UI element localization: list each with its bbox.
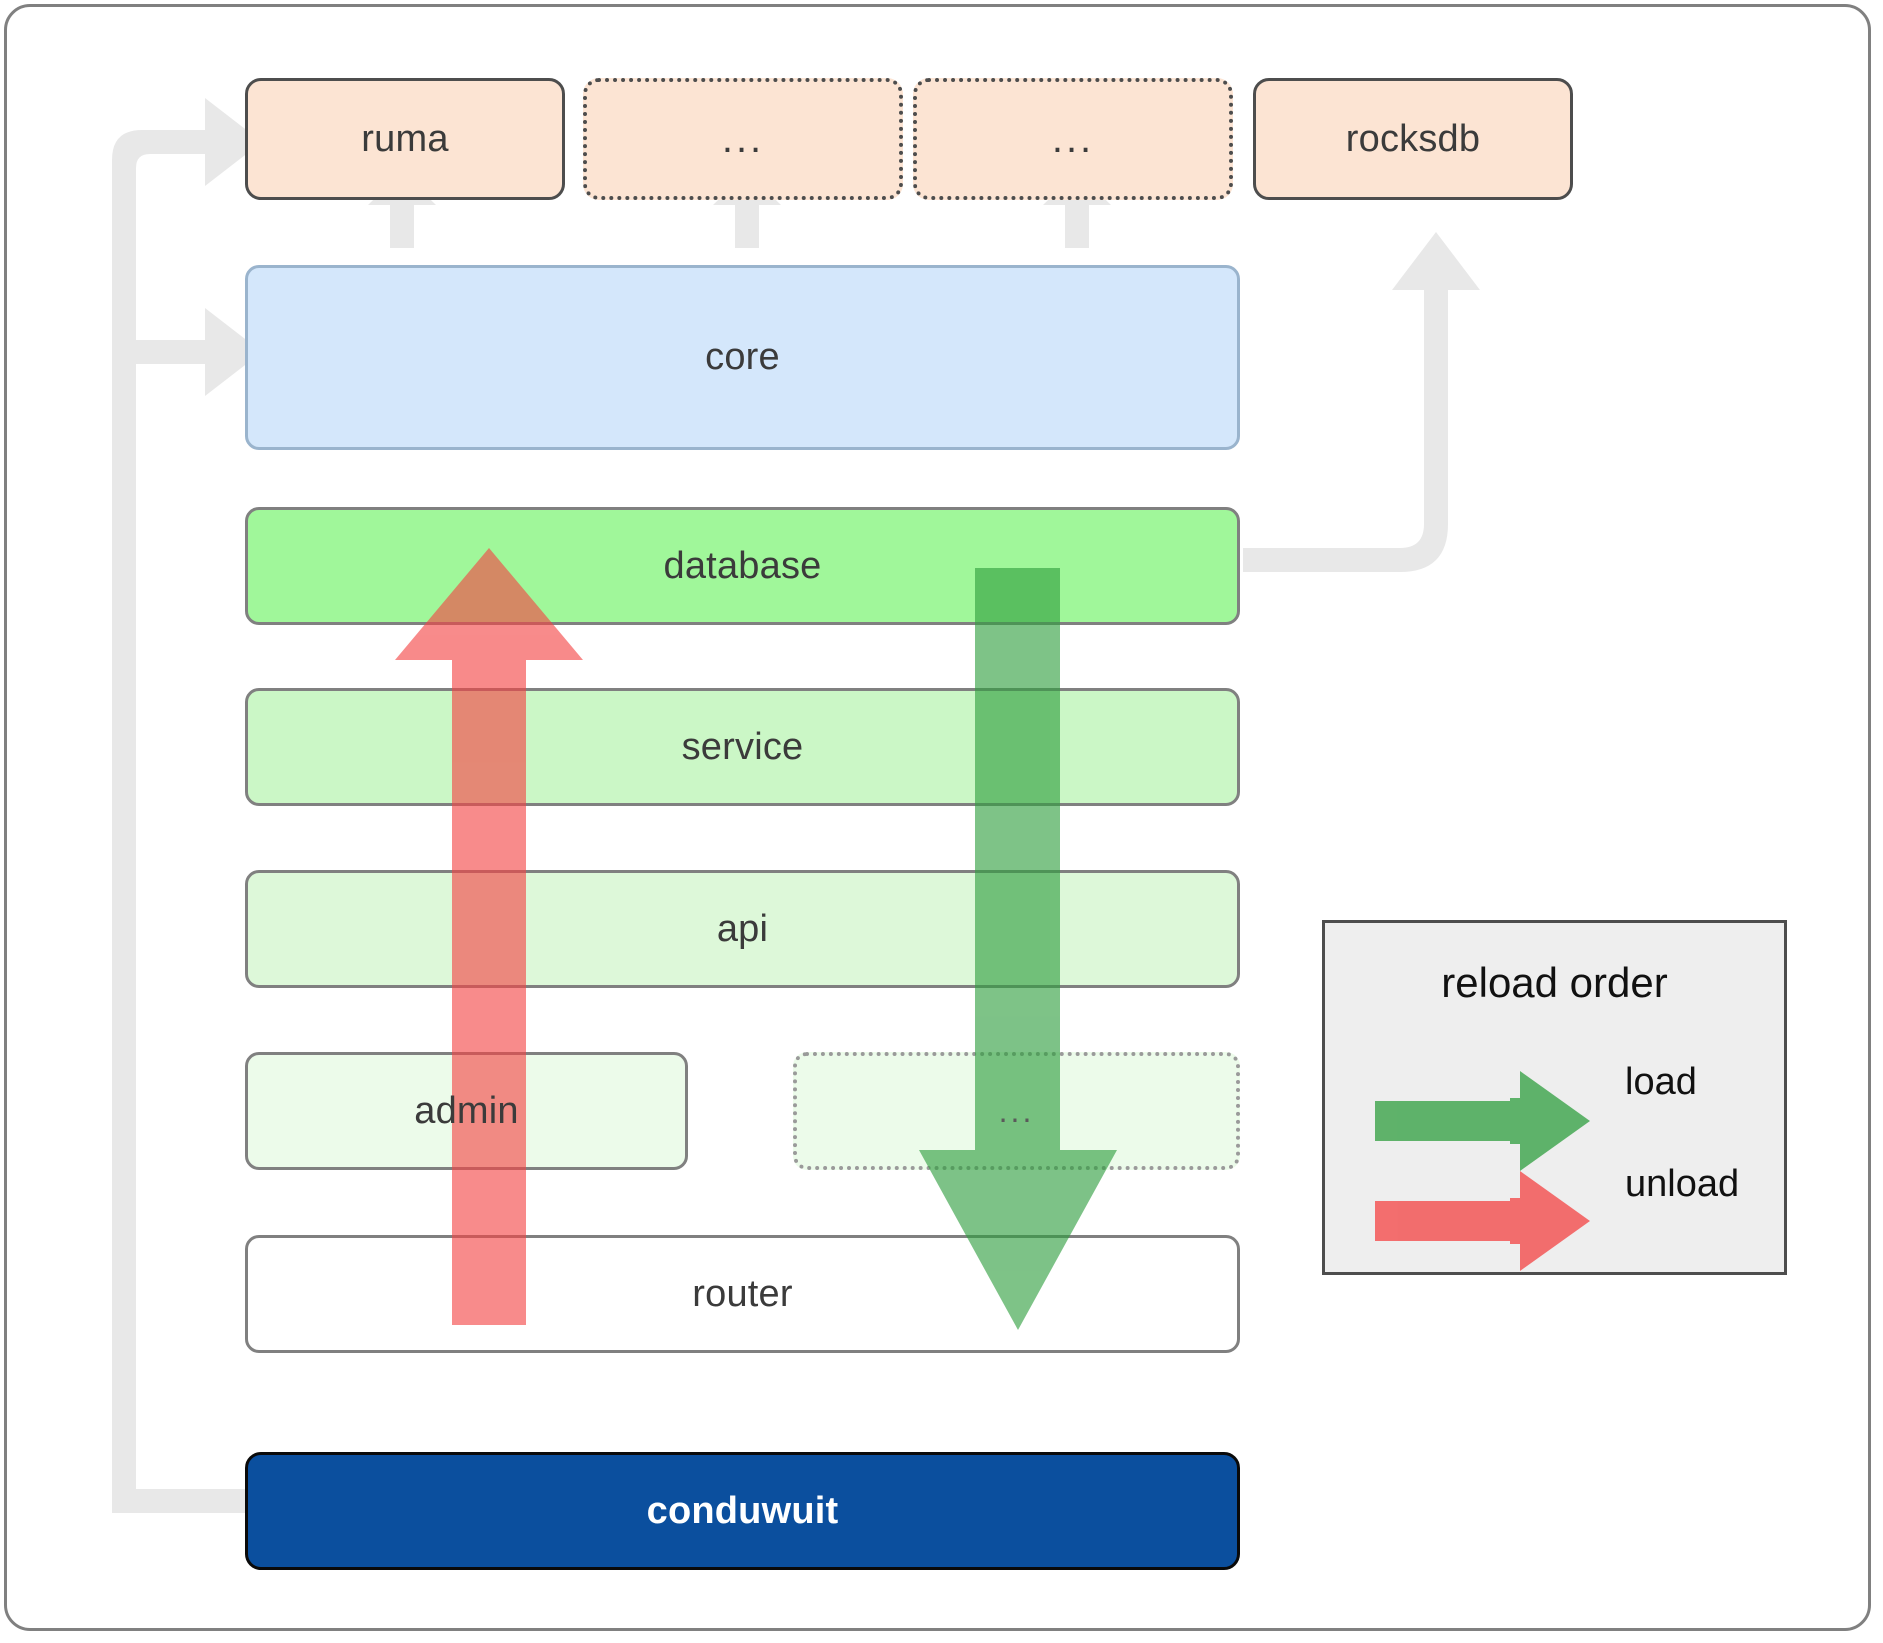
stack-row-label: router (692, 1272, 793, 1315)
legend-load-arrow-icon (1375, 1071, 1590, 1171)
stack-row-label: api (716, 907, 769, 950)
legend-unload-arrow-icon (1375, 1171, 1590, 1271)
stack-row-label: ... (998, 1092, 1035, 1129)
legend-panel: reload order load unload (1322, 920, 1787, 1275)
stack-row-admin[interactable]: admin (245, 1052, 688, 1170)
stack-row-router[interactable]: router (245, 1235, 1240, 1353)
binary-node-conduwuit[interactable]: conduwuit (245, 1452, 1240, 1570)
legend-arrow-icons (1375, 1071, 1590, 1271)
dep-node-rocksdb[interactable]: rocksdb (1253, 78, 1573, 200)
stack-row-database[interactable]: database (245, 507, 1240, 625)
diagram-frame (4, 4, 1871, 1631)
dep-node-label: ... (721, 117, 765, 161)
binary-node-label: conduwuit (646, 1489, 839, 1532)
dep-node-label: ruma (361, 117, 449, 160)
legend-label-load: load (1625, 1061, 1697, 1103)
stack-row-label: database (663, 544, 822, 587)
legend-title: reload order (1441, 959, 1668, 1006)
dep-node-placeholder-1[interactable]: ... (583, 78, 903, 200)
legend-label-unload: unload (1625, 1163, 1740, 1205)
stack-row-label: service (681, 725, 804, 768)
stack-row-placeholder[interactable]: ... (793, 1052, 1240, 1170)
stack-row-service[interactable]: service (245, 688, 1240, 806)
dep-node-label: ... (1051, 117, 1095, 161)
dep-node-ruma[interactable]: ruma (245, 78, 565, 200)
stack-row-api[interactable]: api (245, 870, 1240, 988)
stack-row-core[interactable]: core (245, 265, 1240, 450)
stack-row-label: core (705, 336, 780, 378)
dep-node-label: rocksdb (1345, 117, 1481, 160)
dep-node-placeholder-2[interactable]: ... (913, 78, 1233, 200)
stack-row-label: admin (414, 1089, 519, 1132)
